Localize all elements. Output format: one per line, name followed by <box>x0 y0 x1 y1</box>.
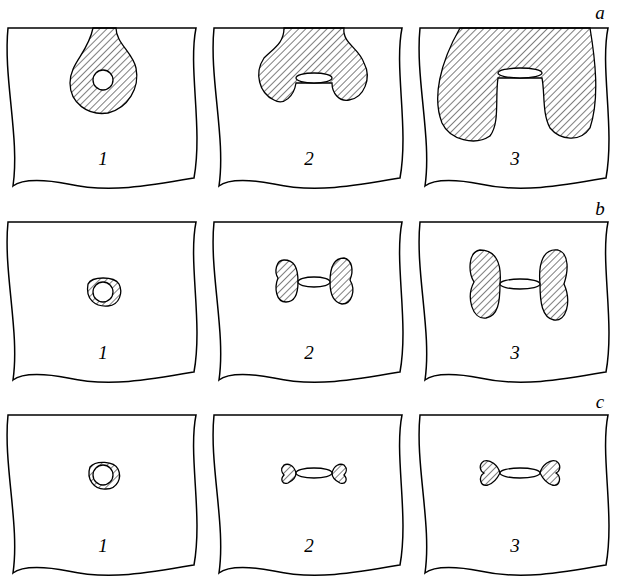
row-letter: a <box>595 3 605 22</box>
panel-number: 3 <box>510 536 520 555</box>
panel-number: 3 <box>510 149 520 168</box>
row-letter: b <box>595 199 605 218</box>
panel-number: 3 <box>510 343 520 362</box>
row-letter: c <box>596 392 604 411</box>
panel-number: 1 <box>98 536 108 555</box>
panel-number: 2 <box>304 343 314 362</box>
panel-number: 1 <box>98 149 108 168</box>
panel-number: 1 <box>98 343 108 362</box>
panel-number: 2 <box>304 536 314 555</box>
panel-number: 2 <box>304 149 314 168</box>
